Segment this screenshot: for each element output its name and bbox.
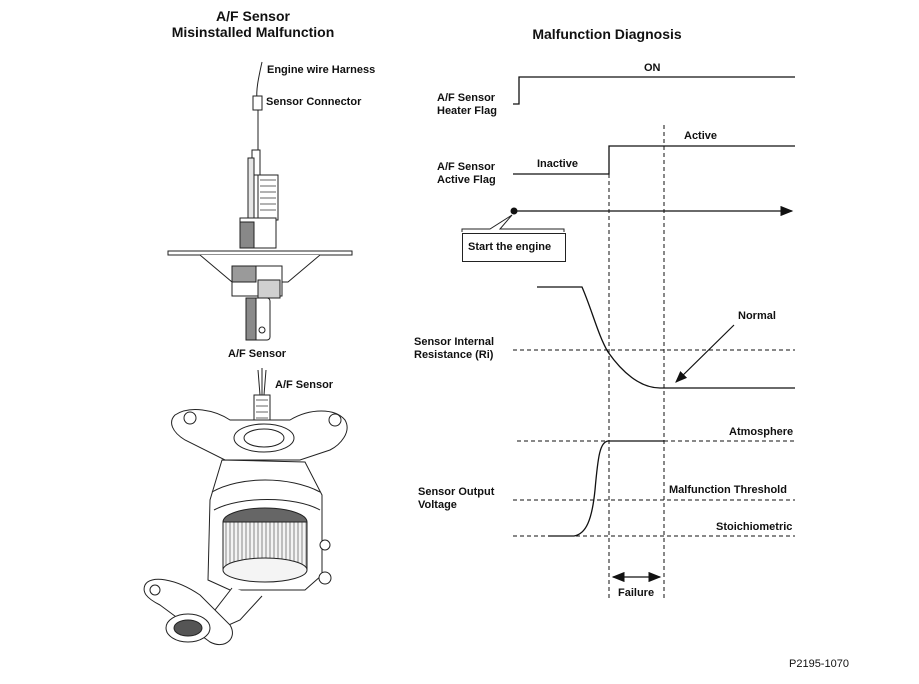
af-sensor-illustration [167,61,353,341]
start-point [510,207,518,215]
start-engine-box [462,233,566,262]
heater-flag-label-line1: A/F Sensor [437,92,496,104]
left-title-line1: A/F Sensor [216,8,290,24]
resistance-label-line2: Resistance (Ri) [414,349,494,361]
af-sensor-lower-label: A/F Sensor [275,379,334,391]
af-sensor-upper-label: A/F Sensor [228,348,287,360]
heater-flag-state: ON [644,62,661,74]
heater-flag-trace [513,76,795,105]
heater-flag-label-line2: Heater Flag [437,105,497,117]
normal-pointer-arrow [675,324,735,383]
resistance-trace [537,286,795,389]
start-engine-label: Start the engine [468,241,552,253]
voltage-trace [548,440,664,537]
voltage-label-line1: Sensor Output [418,486,495,498]
active-flag-label-line1: A/F Sensor [437,161,496,173]
diagnosis-title: Malfunction Diagnosis [532,26,682,42]
left-title-line2: Misinstalled Malfunction [171,24,335,40]
voltage-label: Sensor Output Voltage [418,486,494,512]
start-callout [461,214,565,232]
left-title: A/F Sensor Misinstalled Malfunction [143,8,363,40]
atmosphere-label: Atmosphere [729,426,794,438]
normal-label: Normal [738,310,776,322]
catalytic-converter-illustration [143,368,348,646]
stoichiometric-label: Stoichiometric [716,521,793,533]
active-flag-before: Inactive [537,158,578,170]
active-flag-label: A/F Sensor Active Flag [437,161,496,187]
active-flag-after: Active [684,130,718,142]
sensor-connector-label: Sensor Connector [266,96,362,108]
active-flag-label-line2: Active Flag [437,174,496,186]
heater-flag-label: A/F Sensor Heater Flag [437,92,497,118]
resistance-label-line1: Sensor Internal [414,336,495,348]
resistance-label: Sensor Internal Resistance (Ri) [414,336,494,362]
engine-wire-harness-label: Engine wire Harness [267,64,376,76]
voltage-label-line2: Voltage [418,499,457,511]
failure-label: Failure [618,587,655,599]
threshold-label: Malfunction Threshold [669,484,787,496]
figure-code: P2195-1070 [789,658,849,670]
